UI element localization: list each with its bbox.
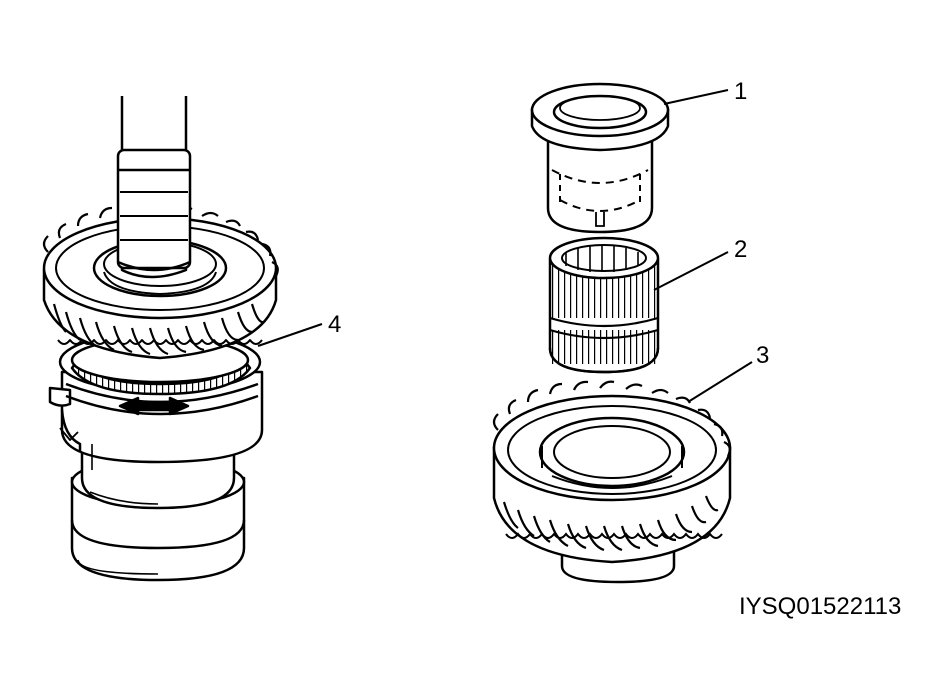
callout-4: 4 [328,311,341,338]
part-3-helical-gear [492,380,732,584]
part-1-collar [530,82,670,234]
leader-4 [257,323,323,347]
figure-code: IYSQ01522113 [739,593,901,620]
left-shaft-gear-assembly [42,96,279,582]
leader-lines [257,89,753,403]
leader-2 [653,251,729,291]
synchronizer-sleeve [48,370,264,510]
callout-3: 3 [756,342,769,369]
leader-3 [687,361,753,403]
leader-1 [663,89,729,105]
main-shaft [116,96,192,279]
part-2-needle-bearing [548,236,660,374]
callout-2: 2 [734,236,747,263]
callout-1: 1 [734,78,747,105]
